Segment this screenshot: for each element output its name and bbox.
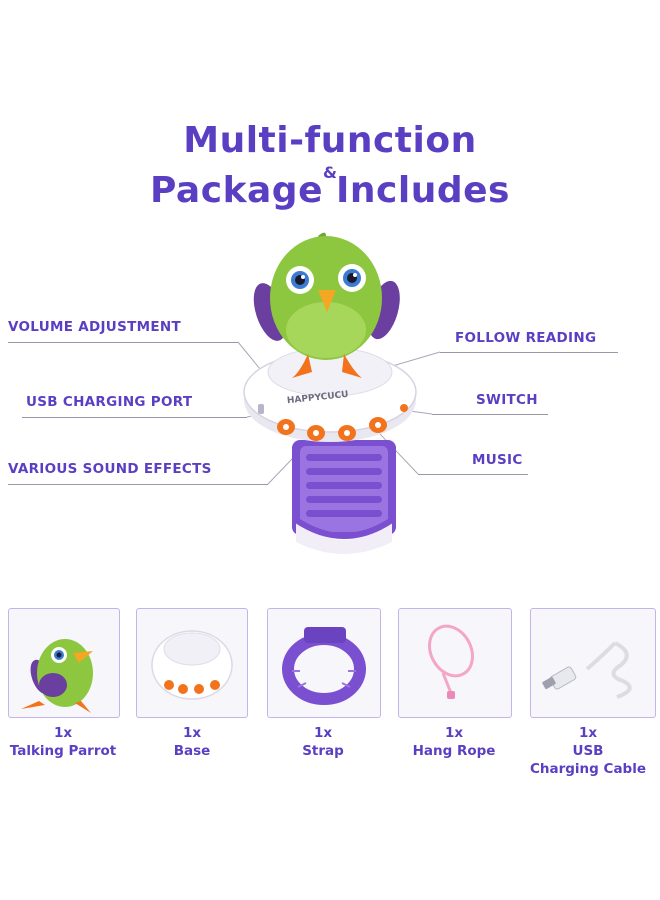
parrot-watch-illustration: HAPPYCUCU (237, 232, 441, 554)
package-caption-strap: 1x Strap (267, 724, 379, 760)
package-name: Talking Parrot (9, 743, 117, 759)
switch-icon (400, 404, 408, 412)
label-underline (432, 414, 548, 415)
title-line-2: Package Includes (150, 170, 510, 211)
package-qty: 1x (313, 725, 333, 741)
label-underline (418, 474, 528, 475)
base-icon: HAPPYCUCU (243, 347, 417, 442)
strap-icon (292, 440, 396, 554)
package-qty: 1x (53, 725, 73, 741)
parrot-icon (21, 639, 93, 713)
package-qty: 1x (182, 725, 202, 741)
label-switch: SWITCH (476, 392, 538, 408)
package-item-hang-rope (398, 608, 512, 718)
title-line-1: Multi-function (183, 120, 477, 161)
label-various-sound-effects: VARIOUS SOUND EFFECTS (8, 461, 212, 477)
package-qty: 1x (578, 725, 598, 741)
package-name-line-2: Charging Cable (529, 761, 646, 777)
label-underline (22, 417, 247, 418)
package-caption-talking-parrot: 1x Talking Parrot (0, 724, 126, 760)
usb-cable-icon (542, 641, 632, 699)
package-caption-hang-rope: 1x Hang Rope (398, 724, 510, 760)
label-underline (8, 484, 268, 485)
package-item-talking-parrot (8, 608, 120, 718)
label-usb-charging-port: USB CHARGING PORT (26, 394, 193, 410)
package-caption-usb-cable: 1x USB Charging Cable (516, 724, 660, 778)
package-name: USB (572, 743, 604, 759)
label-volume-adjustment: VOLUME ADJUSTMENT (8, 319, 181, 335)
package-name: Hang Rope (412, 743, 496, 759)
base-icon (151, 630, 233, 700)
usb-port-icon (258, 404, 264, 414)
package-item-base (136, 608, 248, 718)
package-qty: 1x (444, 725, 464, 741)
parrot-icon (253, 232, 400, 378)
package-item-usb-cable (530, 608, 656, 718)
package-name: Base (173, 743, 211, 759)
label-underline (440, 352, 618, 353)
package-caption-base: 1x Base (136, 724, 248, 760)
package-name: Strap (302, 743, 344, 759)
title-ampersand: & (323, 163, 337, 182)
strap-icon (282, 627, 366, 705)
package-item-strap (267, 608, 381, 718)
label-follow-reading: FOLLOW READING (455, 330, 597, 346)
rope-icon (428, 624, 474, 699)
label-underline (8, 342, 238, 343)
label-music: MUSIC (472, 452, 523, 468)
